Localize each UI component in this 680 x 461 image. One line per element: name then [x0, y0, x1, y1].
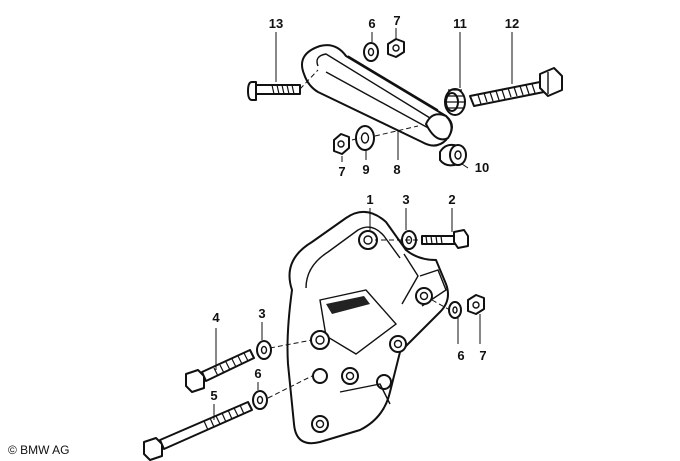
callout-4: 4 [212, 310, 220, 325]
callout-5: 5 [210, 388, 217, 403]
callout-8: 8 [393, 162, 400, 177]
bolt-4 [185, 349, 255, 393]
callout-9: 9 [362, 162, 369, 177]
nut-7-right [467, 294, 485, 315]
bolt-5 [143, 401, 253, 461]
copyright-text: © BMW AG [8, 443, 70, 457]
bolt-13 [247, 81, 301, 101]
washer-6-right [448, 301, 462, 319]
adjusting-bracket-8 [301, 44, 453, 147]
washer-3-left [256, 340, 272, 360]
callout-3-left: 3 [258, 306, 265, 321]
callout-6-left: 6 [254, 366, 261, 381]
callout-3-top: 3 [402, 192, 409, 207]
washer-6-top [363, 42, 379, 62]
callout-7-mid: 7 [338, 164, 345, 179]
callout-6-right: 6 [457, 348, 464, 363]
callout-13: 13 [269, 16, 283, 31]
callout-7-right: 7 [479, 348, 486, 363]
alignment-lines [267, 69, 451, 399]
callout-12: 12 [505, 16, 519, 31]
callout-1: 1 [366, 192, 373, 207]
callout-11: 11 [453, 16, 467, 31]
callout-10: 10 [475, 160, 489, 175]
nut-7-mid [333, 133, 350, 155]
adjusting-bolt-12 [469, 67, 563, 107]
mounting-bracket-1 [286, 211, 449, 445]
callout-labels: 13 6 7 11 12 7 9 8 10 1 3 2 4 3 6 7 6 5 [210, 13, 519, 403]
gear-nut-11 [444, 88, 466, 116]
bolt-2 [421, 229, 469, 249]
washer-6-left [252, 390, 268, 410]
callout-6-top: 6 [368, 16, 375, 31]
leader-lines [213, 28, 513, 420]
callout-7-top: 7 [393, 13, 400, 28]
callout-2: 2 [448, 192, 455, 207]
spacer-10 [439, 143, 467, 167]
washer-9 [355, 125, 375, 151]
nut-7-top [387, 38, 405, 58]
